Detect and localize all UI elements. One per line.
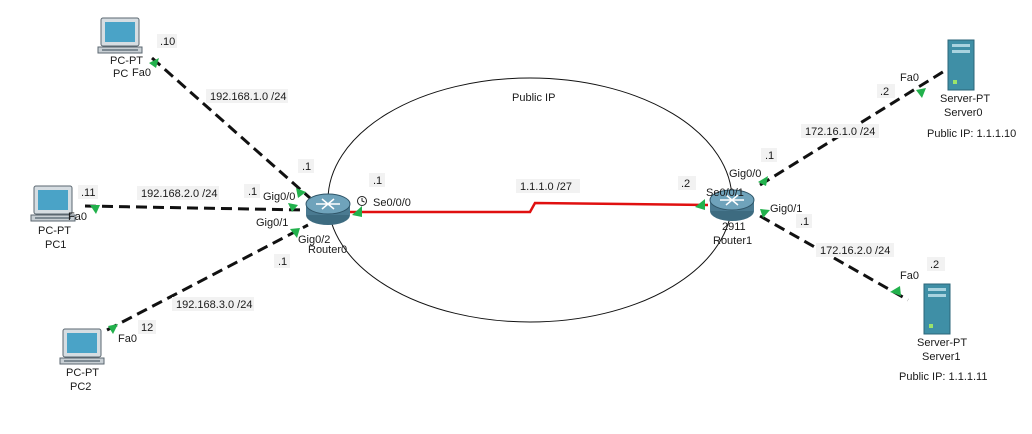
interface-label: Fa0: [132, 67, 151, 79]
link-status-indicators: [90, 58, 926, 334]
pc-icon: [30, 185, 76, 222]
server0-device[interactable]: Server-PT Server0 Public IP: 1.1.1.10: [927, 39, 1016, 140]
interface-label: Gig0/1: [770, 203, 802, 215]
host-label: .2: [681, 178, 690, 190]
cloud-label: Public IP: [512, 92, 555, 104]
pc-name-label: PC: [113, 68, 128, 80]
interface-label: Gig0/1: [256, 217, 288, 229]
interface-label: Gig0/2: [298, 234, 330, 246]
router1-type-label: 2911: [722, 221, 746, 233]
host-labels: .10 .11 12 .1 .1 .1 .1 .2 .1 .1 .2 .2: [78, 34, 945, 334]
server1-name-label: Server1: [922, 351, 961, 363]
server0-name-label: Server0: [944, 107, 983, 119]
interface-label: Fa0: [68, 211, 87, 223]
pc1-device[interactable]: PC-PT PC1: [30, 185, 76, 251]
host-label: .1: [248, 186, 257, 198]
link-router1-server1[interactable]: [759, 214, 909, 302]
link-up-indicator: [108, 324, 118, 334]
network-label: 1.1.1.0 /27: [520, 181, 572, 193]
host-label: .2: [930, 259, 939, 271]
network-label: 172.16.1.0 /24: [805, 126, 875, 138]
link-up-indicator: [149, 58, 159, 68]
host-label: 12: [141, 322, 153, 334]
pc1-type-label: PC-PT: [38, 225, 71, 237]
router0-device[interactable]: Router0: [305, 193, 351, 256]
server1-public-ip: Public IP: 1.1.1.11: [899, 371, 987, 383]
server0-type-label: Server-PT: [940, 93, 990, 105]
interface-labels: Fa0 Fa0 Fa0 Gig0/0 Gig0/1 Gig0/2 Se0/0/0…: [68, 67, 919, 345]
interface-label: Fa0: [900, 270, 919, 282]
link-pc2-router0[interactable]: [106, 223, 309, 332]
network-label: 192.168.1.0 /24: [210, 91, 286, 103]
host-label: .1: [373, 175, 382, 187]
server-icon: [923, 283, 951, 335]
router0-name-label: Router0: [308, 244, 347, 256]
interface-label: Fa0: [900, 72, 919, 84]
interface-label: Gig0/0: [729, 168, 761, 180]
network-label: 192.168.3.0 /24: [176, 299, 252, 311]
router1-name-label: Router1: [713, 235, 752, 247]
link-up-indicator: [352, 206, 362, 217]
link-up-indicator: [916, 88, 926, 98]
link-up-indicator: [890, 286, 901, 296]
host-label: .1: [800, 216, 809, 228]
pc2-device[interactable]: PC-PT PC2: [59, 328, 105, 393]
host-label: .1: [302, 161, 311, 173]
clock-icon: [357, 196, 367, 206]
host-label: .1: [765, 150, 774, 162]
server1-type-label: Server-PT: [917, 337, 967, 349]
network-label: 172.16.2.0 /24: [820, 245, 890, 257]
host-label: .11: [81, 187, 95, 199]
host-label: .1: [278, 256, 287, 268]
network-labels: 192.168.1.0 /24 192.168.2.0 /24 192.168.…: [137, 89, 894, 311]
link-up-indicator: [288, 203, 298, 212]
link-up-indicator: [758, 176, 768, 186]
router-icon: [709, 189, 755, 221]
link-pc-router0[interactable]: [151, 56, 311, 200]
pc-icon: [59, 328, 105, 365]
pc1-name-label: PC1: [45, 239, 66, 251]
link-serial-router0-router1[interactable]: [350, 201, 709, 214]
link-pc1-router0[interactable]: [84, 204, 305, 212]
server1-device[interactable]: Server-PT Server1 Public IP: 1.1.1.11: [899, 283, 987, 383]
server0-public-ip: Public IP: 1.1.1.10: [927, 128, 1016, 140]
link-up-indicator: [760, 209, 770, 218]
pc2-type-label: PC-PT: [66, 367, 99, 379]
network-label: 192.168.2.0 /24: [141, 188, 217, 200]
router-icon: [305, 193, 351, 225]
interface-label: Se0/0/0: [373, 197, 411, 209]
interface-label: Fa0: [118, 333, 137, 345]
pc-device[interactable]: PC-PT PC: [97, 17, 143, 80]
pc2-name-label: PC2: [70, 381, 91, 393]
link-up-indicator: [90, 205, 100, 214]
router1-device[interactable]: 2911 Router1: [709, 189, 755, 247]
link-up-indicator: [296, 188, 306, 198]
host-label: .10: [160, 36, 175, 48]
pc-type-label: PC-PT: [110, 55, 143, 67]
interface-label: Se0/0/1: [706, 187, 744, 199]
link-up-indicator: [695, 199, 705, 210]
interface-label: Gig0/0: [263, 191, 295, 203]
host-label: .2: [880, 86, 889, 98]
server-icon: [947, 39, 975, 91]
pc-icon: [97, 17, 143, 54]
link-up-indicator: [290, 228, 300, 238]
